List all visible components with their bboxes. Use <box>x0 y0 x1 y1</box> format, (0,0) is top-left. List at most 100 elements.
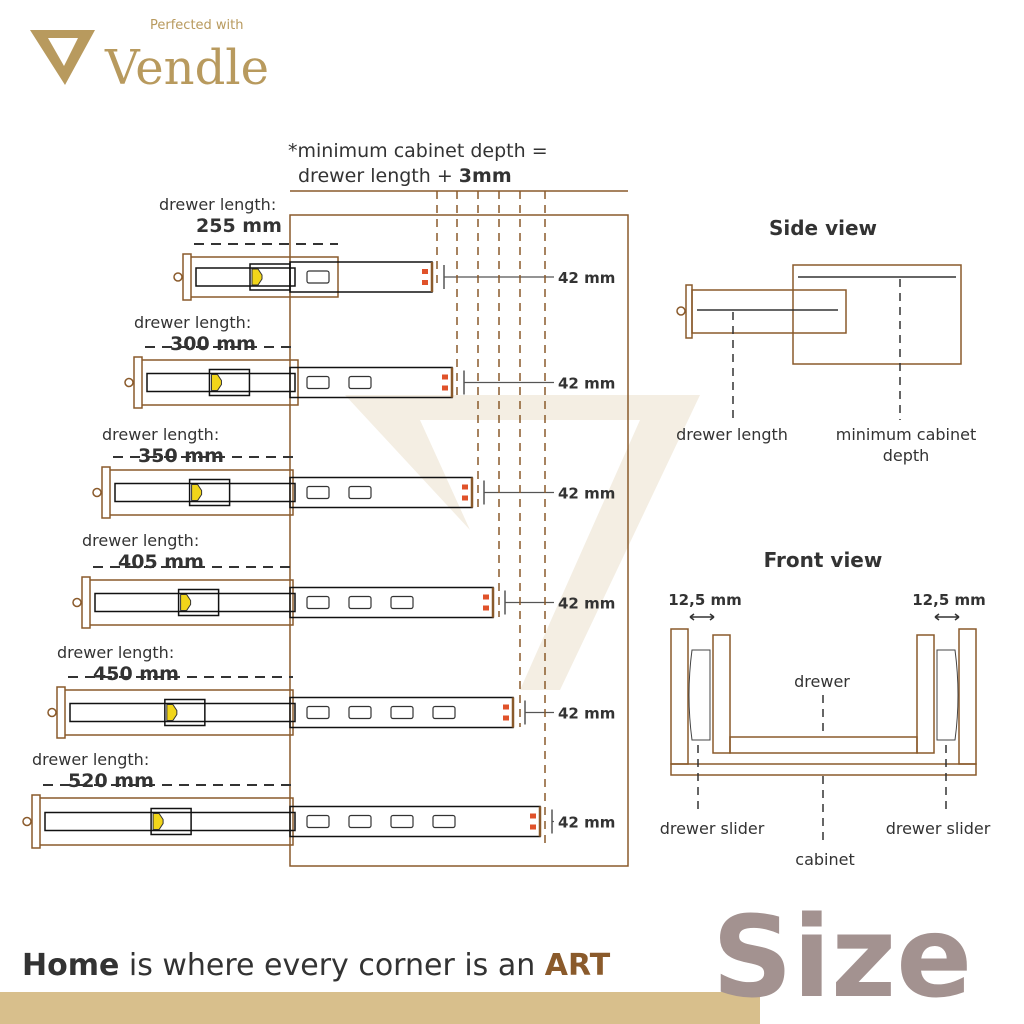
stopper-icon <box>503 704 509 710</box>
stopper-icon <box>462 484 468 490</box>
mount-slot <box>390 705 414 720</box>
brand-logo: Vendle Perfected with <box>30 18 269 96</box>
release-lever-icon <box>210 374 222 391</box>
outer-rail <box>289 805 541 838</box>
inner-rail <box>44 811 296 832</box>
stopper-icon <box>483 605 489 611</box>
mount-slot <box>306 814 330 829</box>
drawer-box <box>34 797 294 846</box>
mount-slot <box>348 705 372 720</box>
drawer-length-label: drewer length: <box>32 750 149 769</box>
release-lever-icon <box>180 594 192 611</box>
mount-slot <box>348 485 372 500</box>
front-cabinet-label: cabinet <box>795 850 854 869</box>
drawer-length-label: drewer length: <box>102 425 219 444</box>
slider-right-label: drewer slider <box>886 819 991 838</box>
middle-rail <box>208 368 251 397</box>
middle-rail <box>177 588 220 617</box>
front-view-diagram <box>670 613 977 845</box>
drawer-length-label: drewer length: <box>134 313 251 332</box>
offset-label: 42 mm <box>558 269 615 287</box>
mount-slot <box>306 595 330 610</box>
front-view-title: Front view <box>764 548 883 572</box>
mount-slot <box>390 814 414 829</box>
slider-row: drewer length:405 mm 42 mm <box>72 531 615 629</box>
drawer-front <box>31 794 41 849</box>
inner-rail <box>195 267 296 287</box>
drawer-length-label: drewer length: <box>57 643 174 662</box>
mount-slot <box>306 485 330 500</box>
logo-tagline: Perfected with <box>150 18 244 33</box>
mount-slot <box>390 595 414 610</box>
offset-label: 42 mm <box>558 375 615 393</box>
side-drawer-label: drewer length <box>676 425 788 444</box>
offset-label: 42 mm <box>558 705 615 723</box>
mount-slot <box>348 375 372 390</box>
gap-right-label: 12,5 mm <box>912 591 986 609</box>
release-lever-icon <box>251 268 263 286</box>
inner-rail <box>114 482 296 503</box>
offset-label: 42 mm <box>558 485 615 503</box>
footer-slogan: Home is where every corner is an ART <box>22 948 611 983</box>
stopper-icon <box>442 374 448 380</box>
side-view-diagram <box>676 264 962 420</box>
side-view-title: Side view <box>769 216 877 240</box>
logo-text: Vendle <box>104 40 269 96</box>
stopper-icon <box>422 280 428 285</box>
drawer-length-label: drewer length: <box>82 531 199 550</box>
mount-slot <box>306 705 330 720</box>
drawer-front <box>182 253 192 301</box>
size-heading: Size <box>712 893 972 1023</box>
knob-icon <box>72 597 82 608</box>
stopper-icon <box>503 715 509 721</box>
knob-icon <box>173 272 183 282</box>
outer-rail <box>289 261 433 293</box>
drawer-length-label: drewer length: <box>159 195 276 214</box>
stopper-icon <box>530 813 536 819</box>
drawer-length-value: 450 mm <box>93 663 179 685</box>
gap-left-label: 12,5 mm <box>668 591 742 609</box>
middle-rail <box>164 698 206 727</box>
side-cabinet-label-2: depth <box>883 446 930 465</box>
slider-left-label: drewer slider <box>660 819 765 838</box>
mount-slot <box>348 814 372 829</box>
knob-icon <box>22 816 32 827</box>
outer-rail <box>289 696 514 729</box>
mount-slot <box>306 375 330 390</box>
footer-band <box>0 992 760 1024</box>
mount-slot <box>306 270 330 284</box>
note-line2: drewer length + 3mm <box>298 165 512 187</box>
release-lever-icon <box>166 704 178 721</box>
drawer-length-value: 520 mm <box>68 770 154 792</box>
stopper-icon <box>422 269 428 274</box>
drawer-length-value: 350 mm <box>138 445 224 467</box>
stopper-icon <box>462 495 468 501</box>
drawer-front <box>101 466 111 519</box>
middle-rail <box>150 807 192 836</box>
mount-slot <box>432 814 456 829</box>
offset-label: 42 mm <box>558 595 615 613</box>
drawer-length-value: 405 mm <box>118 551 204 573</box>
inner-rail <box>94 592 296 613</box>
side-cabinet-label: minimum cabinet <box>836 425 976 444</box>
knob-icon <box>92 487 102 498</box>
drawer-front <box>81 576 91 629</box>
logo-mark-icon <box>30 30 95 85</box>
inner-rail <box>146 372 296 393</box>
inner-rail <box>69 702 296 723</box>
release-lever-icon <box>191 484 203 501</box>
middle-rail <box>188 478 231 507</box>
mount-slot <box>432 705 456 720</box>
stopper-icon <box>483 594 489 600</box>
drawer-front <box>56 686 66 739</box>
release-lever-icon <box>152 813 164 830</box>
stopper-icon <box>442 385 448 391</box>
watermark-logo <box>345 395 700 690</box>
front-drawer-label: drewer <box>794 672 850 691</box>
drawer-front <box>133 356 143 409</box>
stopper-icon <box>530 824 536 830</box>
